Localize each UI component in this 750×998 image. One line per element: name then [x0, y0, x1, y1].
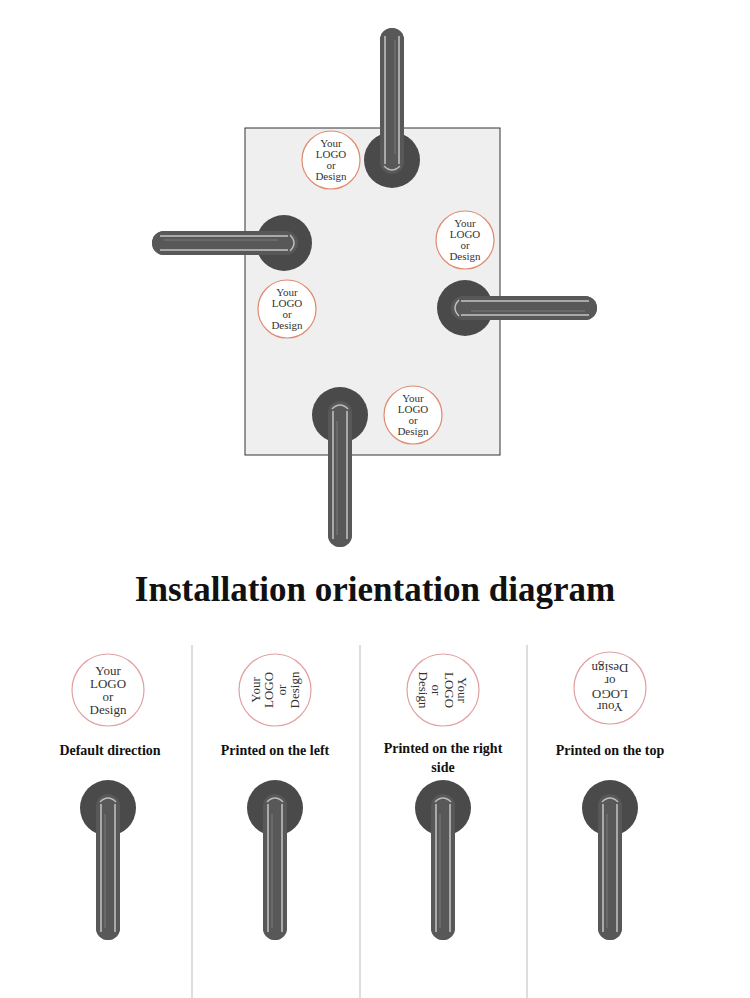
handle-left	[152, 215, 312, 271]
divider	[527, 645, 528, 998]
logo-text: Your LOGO or Design	[417, 672, 469, 709]
circle-shape	[72, 654, 144, 726]
circle-shape	[574, 652, 646, 724]
circle-shape	[302, 131, 360, 189]
logo-text: Your LOGO or Design	[315, 138, 346, 182]
orientation-label: Printed on the right side	[373, 740, 513, 778]
logo-circle: Your LOGO or Design	[406, 653, 480, 727]
logo-circle: Your LOGO or Design	[435, 210, 495, 270]
divider	[360, 645, 361, 998]
logo-circle: Your LOGO or Design	[573, 651, 647, 725]
circle-shape	[258, 280, 316, 338]
divider	[192, 645, 193, 998]
handle-right	[437, 280, 597, 336]
logo-text: Your LOGO or Design	[271, 287, 302, 331]
orientation-label: Default direction	[25, 742, 195, 761]
logo-text: Your LOGO or Design	[249, 672, 301, 709]
logo-text: Your LOGO or Design	[90, 664, 127, 716]
handle-down	[80, 780, 136, 940]
logo-circle: Your LOGO or Design	[71, 653, 145, 727]
handle-up	[364, 28, 420, 188]
logo-circle: Your LOGO or Design	[383, 385, 443, 445]
logo-text: Your LOGO or Design	[592, 662, 629, 714]
logo-circle: Your LOGO or Design	[257, 279, 317, 339]
handle-down	[312, 387, 368, 547]
circle-shape	[436, 211, 494, 269]
logo-circle: Your LOGO or Design	[238, 653, 312, 727]
logo-circle: Your LOGO or Design	[301, 130, 361, 190]
logo-text: Your LOGO or Design	[397, 393, 428, 437]
handle-down	[415, 780, 471, 940]
circle-shape	[407, 654, 479, 726]
circle-shape	[384, 386, 442, 444]
diagram-title: Installation orientation diagram	[0, 570, 750, 610]
orientation-label: Printed on the left	[220, 742, 330, 761]
orientation-label: Printed on the top	[555, 742, 665, 761]
handle-down	[247, 780, 303, 940]
circle-shape	[239, 654, 311, 726]
logo-text: Your LOGO or Design	[449, 218, 480, 262]
handle-down	[582, 780, 638, 940]
